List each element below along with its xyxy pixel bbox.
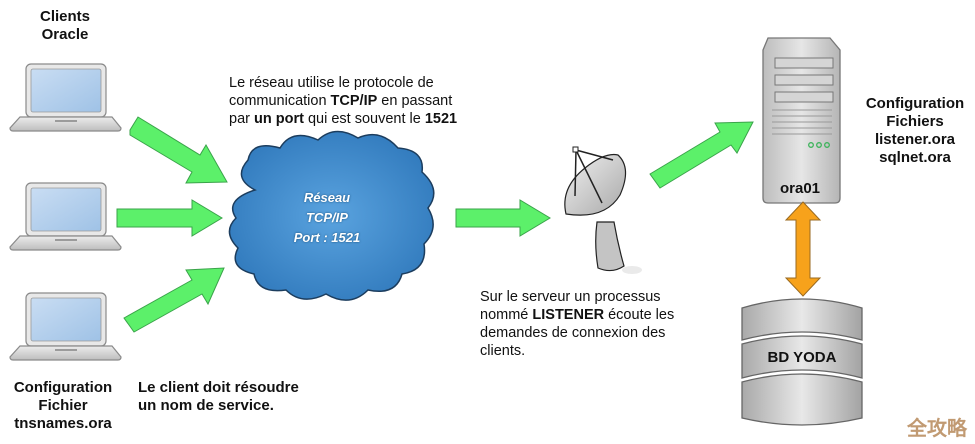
listener-note-line1: Sur le serveur un processus xyxy=(480,289,661,305)
clients-title: Clients Oracle xyxy=(20,8,110,44)
laptop-icon-1 xyxy=(9,63,122,132)
text: communication xyxy=(229,93,331,109)
client-config-line3: tnsnames.ora xyxy=(14,415,112,432)
network-note-line1: Le réseau utilise le protocole de xyxy=(229,75,434,91)
cloud-label-line3: Port : 1521 xyxy=(293,230,361,245)
arrow-client2-to-network xyxy=(116,199,223,237)
network-note-line3: par un port qui est souvent le 1521 xyxy=(229,110,529,128)
clients-title-line1: Clients xyxy=(39,8,90,25)
client-note-line2: un nom de service. xyxy=(138,397,274,414)
text: en passant xyxy=(377,93,453,109)
network-note-line2: communication TCP/IP en passant xyxy=(229,92,529,110)
cloud-label-line2: TCP/IP xyxy=(306,210,348,225)
server-config-line1: Configuration xyxy=(865,95,965,112)
server-name-label: ora01 xyxy=(779,180,821,197)
arrow-client3-to-network xyxy=(123,267,225,333)
listener-name: LISTENER xyxy=(532,307,605,323)
arrow-listener-to-server xyxy=(649,121,754,189)
laptop-icon-2 xyxy=(9,182,122,251)
text: écoute les xyxy=(604,307,675,323)
watermark: 全攻略 xyxy=(907,418,967,440)
text: par xyxy=(229,111,254,127)
network-cloud xyxy=(228,130,435,301)
server-config-line2: Fichiers xyxy=(886,113,944,130)
port-number: 1521 xyxy=(424,111,458,127)
cloud-label: Réseau TCP/IP Port : 1521 xyxy=(262,188,392,248)
protocol-name: TCP/IP xyxy=(330,93,378,109)
client-config-line1: Configuration xyxy=(13,379,113,396)
client-config-label: Configuration Fichier tnsnames.ora xyxy=(5,379,121,433)
network-description: Le réseau utilise le protocole de commun… xyxy=(229,74,529,128)
port-emphasis: un port xyxy=(254,111,304,127)
server-config-label: Configuration Fichiers listener.ora sqln… xyxy=(855,95,975,167)
listener-antenna-icon xyxy=(564,146,642,274)
cloud-label-line1: Réseau xyxy=(303,190,351,205)
server-db-double-arrow xyxy=(784,201,822,297)
client-note-line1: Le client doit résoudre xyxy=(138,379,299,396)
server-config-line4: sqlnet.ora xyxy=(879,149,951,166)
clients-title-line2: Oracle xyxy=(41,26,89,43)
server-tower-icon xyxy=(762,37,841,204)
server-config-line3: listener.ora xyxy=(874,131,956,148)
client-config-line2: Fichier xyxy=(38,397,88,414)
listener-description: Sur le serveur un processus nommé LISTEN… xyxy=(480,288,720,360)
arrow-network-to-listener xyxy=(455,199,551,237)
listener-note-line3: demandes de connexion des xyxy=(480,325,666,341)
text: qui est souvent le xyxy=(303,111,425,127)
database-cylinder-icon xyxy=(741,298,863,426)
listener-note-line2: nommé LISTENER écoute les xyxy=(480,306,720,324)
arrow-client1-to-network xyxy=(129,116,228,184)
database-name-label: BD YODA xyxy=(767,349,837,366)
client-resolution-note: Le client doit résoudre un nom de servic… xyxy=(138,379,338,415)
listener-note-line4: clients. xyxy=(480,343,526,359)
text: nommé xyxy=(480,307,533,323)
laptop-icon-3 xyxy=(9,292,122,361)
